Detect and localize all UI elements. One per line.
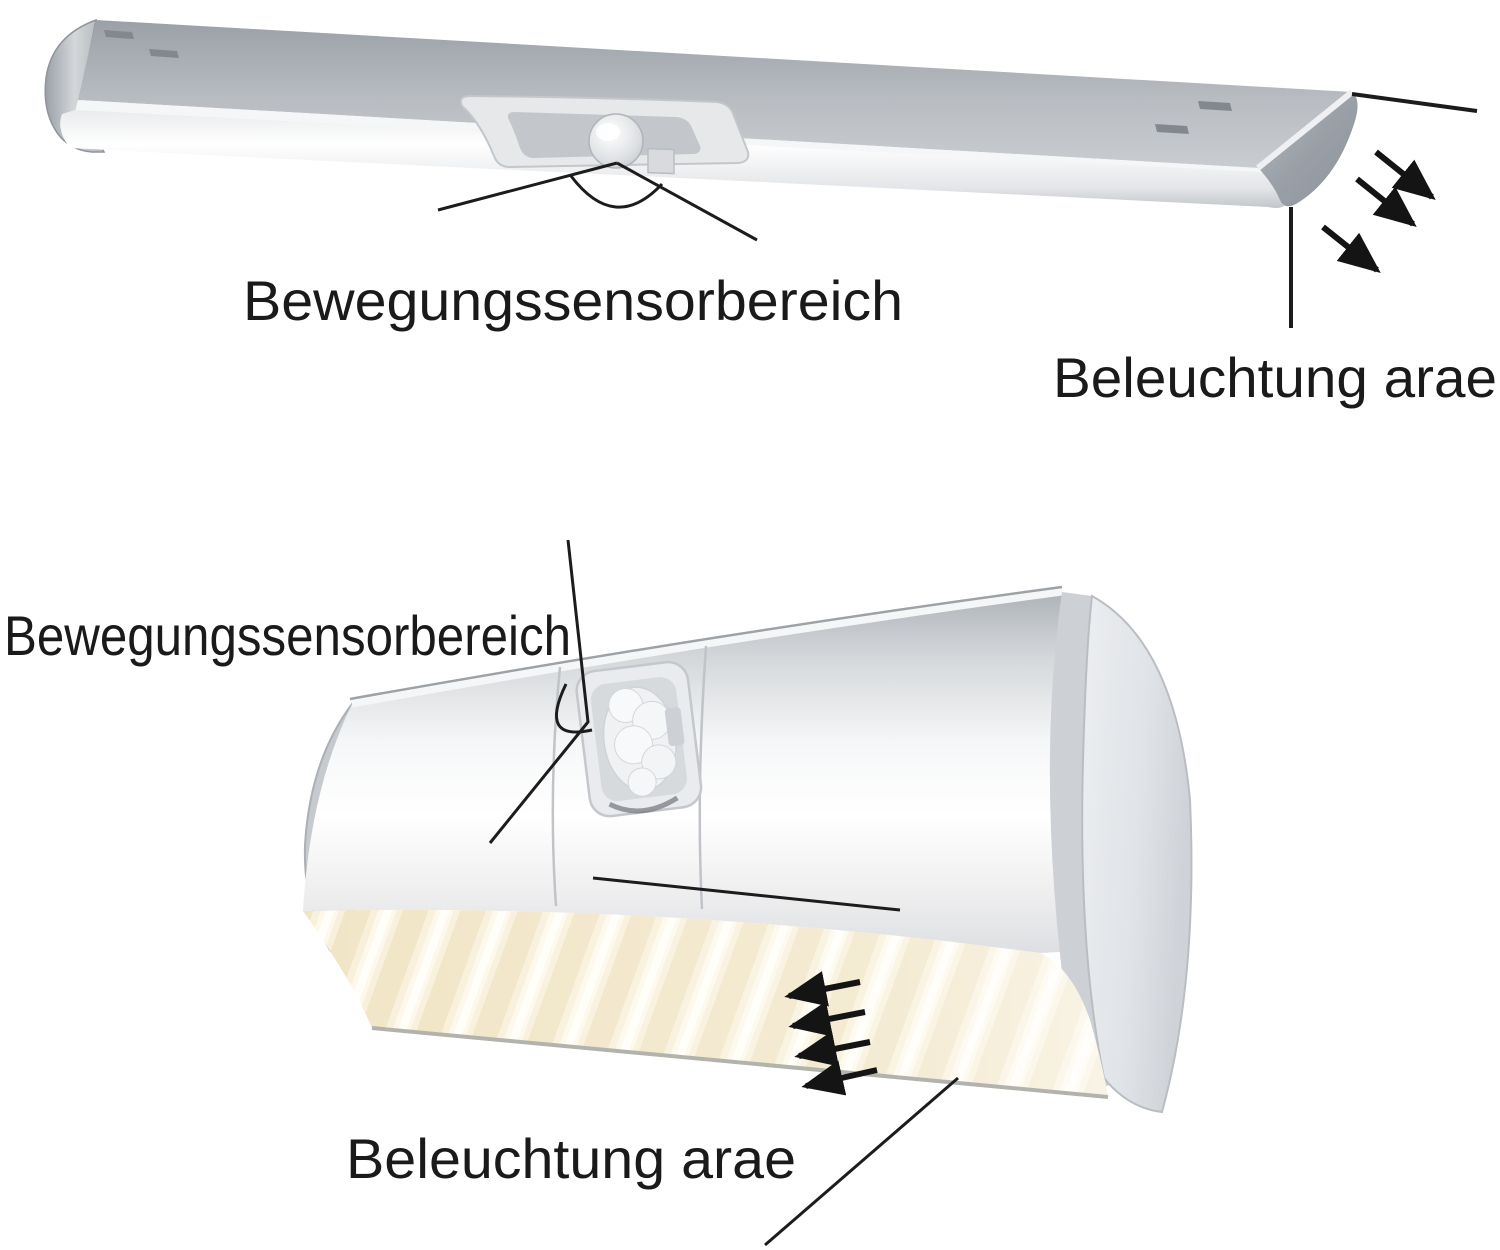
fixture-endcap <box>1081 594 1193 1114</box>
arrow-icon <box>784 971 861 1007</box>
bar-right-endcap <box>1258 92 1358 207</box>
angle-line-right <box>616 161 758 242</box>
arrow-icon <box>1355 176 1417 228</box>
sensor-angle-arc-bottom <box>555 683 593 734</box>
sensor-dome <box>588 113 644 169</box>
panel-edge-annotation-line <box>592 876 901 912</box>
bar-right-endcap-rim <box>1256 89 1354 171</box>
sensor-annotation-bottom <box>488 539 593 844</box>
angle-arc <box>569 175 664 209</box>
arrow-icon <box>794 1031 871 1067</box>
arrow-icon <box>788 1001 866 1037</box>
top-lighting-label: Beleuchtung arae <box>1053 346 1497 409</box>
light-bar <box>44 18 1358 208</box>
light-direction-arrows-bottom <box>784 971 878 1096</box>
arrow-icon <box>801 1060 878 1096</box>
sensor-fresnel-dome <box>602 686 685 797</box>
lit-panel-bottom-edge <box>371 1026 1109 1099</box>
vent-slot <box>104 30 134 39</box>
top-sensor-label: Bewegungssensorbereich <box>243 269 903 332</box>
fixture-body-top-rim <box>351 588 1063 708</box>
sensor-leader-line-bottom <box>488 539 590 844</box>
light-direction-arrows-top <box>1321 149 1436 273</box>
top-view-illustration: Bewegungssensorbereich Beleuchtung arae <box>44 18 1497 409</box>
lit-diffuser-panel <box>303 909 1109 1099</box>
angle-line-left <box>437 161 618 212</box>
fixture-body-top-line <box>349 585 1063 701</box>
sensor-angle-annotation <box>437 161 758 242</box>
vent-slot <box>1155 124 1189 134</box>
sensor-recess <box>575 660 703 818</box>
bottom-lighting-label: Beleuchtung arae <box>346 1127 796 1190</box>
bar-top-face <box>78 20 1352 168</box>
lighting-annotation-top <box>1289 92 1478 328</box>
arrow-icon <box>1321 224 1381 273</box>
bottom-sensor-label: Bewegungssensorbereich <box>4 604 571 667</box>
motion-sensor-module <box>459 94 750 175</box>
lighting-pointer-line <box>1351 92 1478 113</box>
bottom-view-illustration: Bewegungssensorbereich Beleuchtung arae <box>4 539 1193 1247</box>
vent-slot <box>1198 101 1232 111</box>
arrow-icon <box>1374 149 1436 201</box>
vent-slot <box>149 49 179 58</box>
lighting-leader-line-bottom <box>764 1076 959 1247</box>
